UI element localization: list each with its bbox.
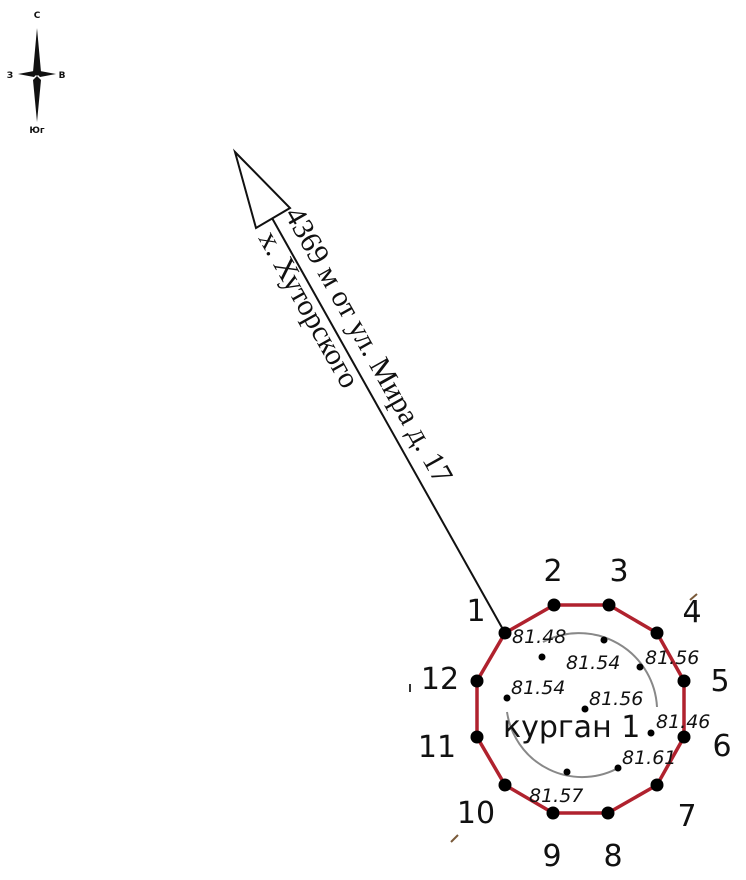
vertex-label: 3 [609, 554, 628, 589]
vertex-label: 12 [421, 662, 459, 697]
vertex-point [498, 778, 512, 792]
vertex-label: 5 [710, 664, 729, 699]
elevation-point [503, 694, 511, 702]
vertex-point [470, 730, 484, 744]
vertex-point [470, 674, 484, 688]
vertex-label: 2 [543, 554, 562, 589]
elevation-point [538, 653, 546, 661]
mound-contour-lower [506, 711, 621, 779]
compass-south-label: Юг [29, 126, 45, 136]
compass-east-needle [37, 71, 56, 77]
vertex-point [546, 806, 560, 820]
arrow-head [233, 148, 292, 230]
elevation-label: 81.61 [622, 747, 676, 769]
vertex-label: 4 [682, 595, 701, 630]
stray-mark [450, 834, 459, 843]
stray-mark [689, 593, 698, 601]
object-label: курган 1 [503, 710, 640, 745]
compass-west-needle [18, 71, 37, 77]
vertex-label: 10 [457, 796, 495, 831]
vertex-label: 6 [712, 729, 731, 764]
elevation-label: 81.54 [511, 677, 565, 699]
elevation-label: 81.56 [589, 688, 643, 710]
elevation-label: 81.56 [645, 647, 699, 669]
elevation-label: 81.54 [566, 652, 620, 674]
vertex-point [677, 674, 691, 688]
elevation-point [600, 636, 608, 644]
vertex-label: 9 [542, 839, 561, 874]
mound-contour-upper [542, 632, 658, 708]
vertex-label: 8 [603, 839, 622, 874]
compass-rose: С Юг З В [7, 11, 66, 136]
vertex-point [677, 730, 691, 744]
elevation-label: 81.48 [512, 626, 566, 648]
vertex-point [650, 778, 664, 792]
elevation-point [647, 729, 655, 737]
vertex-point [602, 598, 616, 612]
elevation-point [563, 768, 571, 776]
boundary-vertices [470, 598, 691, 820]
elevation-point [614, 764, 622, 772]
vertex-point [601, 806, 615, 820]
vertex-label: 1 [466, 594, 485, 629]
vertex-label: 11 [418, 730, 456, 765]
elevation-label: 81.46 [656, 711, 710, 733]
compass-east-label: В [59, 71, 66, 81]
distance-label: 4369 м от ул. Мира д. 17 [278, 201, 459, 489]
vertex-point [498, 626, 512, 640]
compass-north-needle [33, 28, 41, 76]
elevation-point [636, 663, 644, 671]
compass-south-needle [33, 76, 41, 122]
direction-arrow [233, 148, 506, 634]
elevation-point [581, 705, 589, 713]
elevation-label: 81.57 [529, 785, 583, 807]
compass-north-label: С [34, 11, 41, 21]
vertex-point [547, 598, 561, 612]
vertex-label: 7 [677, 799, 696, 834]
vertex-point [650, 626, 664, 640]
compass-west-label: З [7, 71, 13, 81]
